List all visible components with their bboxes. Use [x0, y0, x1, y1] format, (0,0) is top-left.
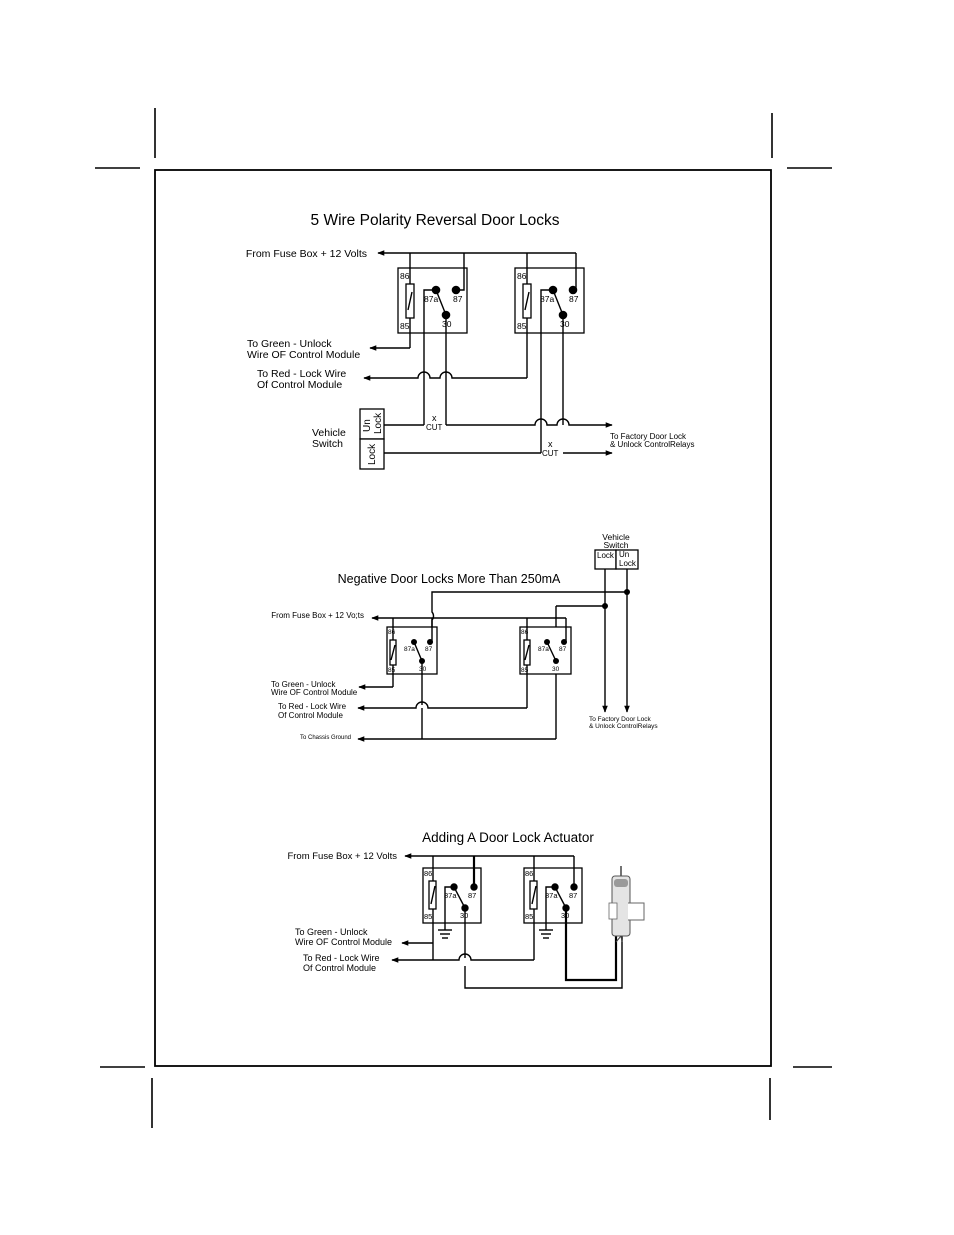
negative-diagram: Negative Door Locks More Than 250mA Vehi… — [271, 532, 658, 742]
relay-6-pin-87: 87 — [569, 891, 577, 900]
relay-1-pin-30: 30 — [442, 319, 452, 329]
relay-2-pin-87: 87 — [569, 294, 579, 304]
crop-marks — [95, 108, 832, 1128]
relay-4: 86 85 87a 87 30 — [519, 618, 572, 708]
relay-6: 86 85 87a 87 30 — [523, 856, 618, 982]
five-wire-red-label-2: Of Control Module — [257, 379, 342, 391]
actuator-diagram: Adding A Door Lock Actuator From Fuse Bo… — [287, 830, 645, 989]
relay-4-pin-30: 30 — [552, 666, 560, 673]
five-wire-diagram: 5 Wire Polarity Reversal Door Locks From… — [246, 212, 694, 470]
relay-2-pin-87a: 87a — [540, 294, 554, 304]
five-wire-cut-label-1: CUT — [426, 423, 443, 432]
five-wire-switch-label-2: Switch — [312, 438, 343, 450]
relay-5: 86 85 87a 87 30 — [422, 856, 482, 960]
negative-red-label-1: To Red - Lock Wire — [278, 702, 347, 711]
negative-switch-unlock-2: Lock — [619, 559, 637, 568]
five-wire-switch-unlock-2: Lock — [373, 412, 384, 434]
actuator-red-label-1: To Red - Lock Wire — [303, 953, 380, 963]
relay-6-pin-85: 85 — [525, 912, 533, 921]
relay-3-pin-86: 86 — [388, 629, 396, 636]
relay-1-pin-87a: 87a — [424, 294, 438, 304]
page-frame — [154, 169, 772, 1067]
negative-switch-label-2: Switch — [603, 540, 628, 550]
relay-1-pin-85: 85 — [400, 321, 410, 331]
relay-2-pin-86: 86 — [517, 271, 527, 281]
relay-2: 86 85 87a 87 30 — [514, 253, 585, 453]
relay-6-pin-86: 86 — [525, 869, 533, 878]
five-wire-green-label-2: Wire OF Control Module — [247, 349, 360, 361]
relay-4-pin-87: 87 — [559, 646, 567, 653]
negative-switch-unlock-1: Un — [619, 550, 629, 559]
actuator-title: Adding A Door Lock Actuator — [422, 830, 594, 845]
five-wire-green-label-1: To Green - Unlock — [247, 338, 332, 350]
relay-5-pin-86: 86 — [424, 869, 432, 878]
relay-1: 86 85 87a 87 30 — [397, 253, 468, 378]
relay-3-pin-87: 87 — [425, 646, 433, 653]
door-lock-actuator-icon — [608, 866, 645, 943]
negative-title: Negative Door Locks More Than 250mA — [338, 572, 561, 586]
relay-5-pin-30: 30 — [460, 911, 468, 920]
five-wire-cut-label-2: CUT — [542, 449, 559, 458]
relay-1-pin-86: 86 — [400, 271, 410, 281]
negative-red-label-2: Of Control Module — [278, 711, 343, 720]
relay-3: 86 85 87a 87 30 — [386, 618, 438, 705]
negative-ground-label: To Chassis Ground — [300, 735, 351, 741]
negative-green-label-2: Wire OF Control Module — [271, 688, 358, 697]
actuator-green-label-1: To Green - Unlock — [295, 927, 368, 937]
relay-2-pin-30: 30 — [560, 319, 570, 329]
relay-4-pin-86: 86 — [521, 629, 529, 636]
five-wire-switch-unlock-1: Un — [362, 419, 373, 432]
five-wire-switch-lock: Lock — [367, 443, 378, 465]
relay-5-pin-85: 85 — [424, 912, 432, 921]
five-wire-cut-x-1: x — [432, 413, 437, 423]
five-wire-fuse-label: From Fuse Box + 12 Volts — [246, 248, 367, 260]
actuator-fuse-label: From Fuse Box + 12 Volts — [287, 851, 397, 862]
five-wire-switch-label-1: Vehicle — [312, 427, 346, 439]
relay-6-pin-87a: 87a — [545, 891, 558, 900]
five-wire-factory-label-2: & Unlock ControlRelays — [610, 440, 694, 449]
five-wire-factory-label-1: To Factory Door Lock — [610, 432, 687, 441]
negative-factory-label-1: To Factory Door Lock — [589, 716, 652, 723]
relay-5-pin-87a: 87a — [444, 891, 457, 900]
relay-3-pin-30: 30 — [419, 666, 427, 673]
relay-3-pin-87a: 87a — [404, 646, 415, 653]
actuator-red-label-2: Of Control Module — [303, 963, 376, 973]
negative-switch-label-1: Vehicle — [602, 532, 630, 542]
actuator-green-label-2: Wire OF Control Module — [295, 937, 392, 947]
relay-1-pin-87: 87 — [453, 294, 463, 304]
relay-4-pin-87a: 87a — [538, 646, 549, 653]
five-wire-cut-x-2: x — [548, 439, 553, 449]
negative-switch-lock: Lock — [597, 551, 615, 560]
relay-4-pin-85: 85 — [521, 667, 529, 674]
relay-3-pin-85: 85 — [388, 667, 396, 674]
negative-green-label-1: To Green - Unlock — [271, 680, 336, 689]
negative-fuse-label: From Fuse Box + 12 Vo;ts — [271, 611, 364, 620]
five-wire-title: 5 Wire Polarity Reversal Door Locks — [311, 212, 560, 229]
negative-factory-label-2: & Unlock ControlRelays — [589, 723, 658, 730]
relay-2-pin-85: 85 — [517, 321, 527, 331]
relay-5-pin-87: 87 — [468, 891, 476, 900]
five-wire-red-label-1: To Red - Lock Wire — [257, 368, 346, 380]
